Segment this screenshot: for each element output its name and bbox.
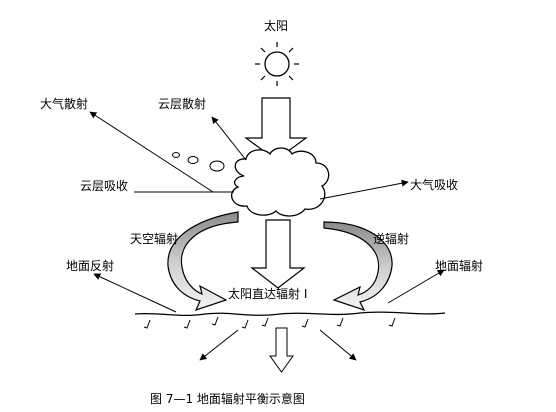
cloud-puff-large: [209, 160, 225, 172]
atmos-absorb-arrow: [319, 179, 409, 200]
atmos-scatter-arrow: [89, 111, 214, 193]
figure-caption: 图 7—1 地面辐射平衡示意图: [150, 391, 305, 406]
cloud-scatter-arrow: [211, 116, 247, 161]
ground-surface: [134, 311, 446, 317]
incoming-solar-arrow: [244, 97, 308, 161]
ground-hatching: [143, 316, 396, 329]
label-sun: 太阳: [264, 18, 288, 33]
label-cloud-absorb: 云层吸收: [80, 179, 128, 193]
back-radiation-curved-arrow: [323, 221, 393, 312]
sun-icon: [255, 42, 299, 86]
ground-heat-arrow-left: [199, 329, 239, 361]
ground-heat-arrow-right: [319, 329, 357, 361]
ground-reflect-arrow: [93, 273, 177, 313]
label-ground-reflect: 地面反射: [66, 258, 114, 273]
cloud: [230, 147, 330, 217]
label-direct-solar: 太阳直达辐射 I: [228, 286, 307, 301]
ground-radiation-arrow: [387, 269, 445, 304]
direct-solar-arrow: [250, 219, 306, 289]
label-atmos-scatter: 大气散射: [40, 96, 88, 111]
sky-radiation-curved-arrow: [167, 211, 239, 311]
label-ground-radiation: 地面辐射: [435, 258, 483, 273]
cloud-puff-medium: [187, 156, 199, 164]
ground-heat-block-arrow: [269, 327, 294, 373]
label-sky-radiation: 天空辐射: [130, 231, 178, 246]
label-atmos-absorb: 大气吸收: [410, 177, 458, 192]
cloud-puff-small: [172, 152, 180, 158]
label-cloud-scatter: 云层散射: [158, 96, 206, 111]
label-back-radiation: 逆辐射: [373, 231, 409, 246]
